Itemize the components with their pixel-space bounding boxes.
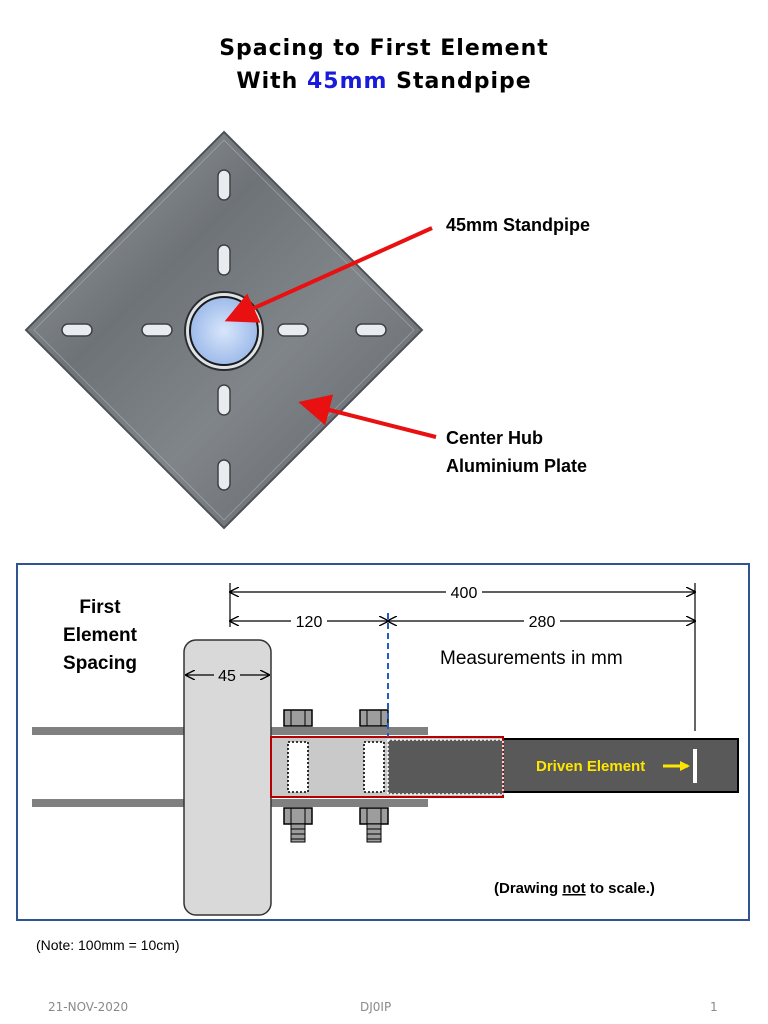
scale-note: (Drawing not to scale.) bbox=[494, 880, 655, 897]
spacing-diagram-frame: First Element Spacing 400 120 280 Measur… bbox=[16, 563, 750, 921]
standpipe-label: 45mm Standpipe bbox=[446, 215, 591, 235]
conversion-note: (Note: 100mm = 10cm) bbox=[36, 937, 180, 953]
mounting-slots bbox=[61, 169, 387, 491]
units-note: Measurements in mm bbox=[440, 648, 623, 669]
bolt-right bbox=[359, 709, 389, 843]
scale-note-emphasis: not bbox=[562, 880, 585, 897]
footer-date: 21-NOV-2020 bbox=[48, 1000, 129, 1014]
dimension-400-label-bg bbox=[446, 582, 482, 600]
element-end-dotted bbox=[387, 739, 504, 795]
dimension-280: 280 bbox=[529, 614, 556, 631]
title-line-2-prefix: With bbox=[236, 69, 307, 94]
element-inside-clamp bbox=[388, 740, 503, 794]
diagram-heading-2: Element bbox=[63, 625, 138, 646]
plate-arrow bbox=[298, 394, 437, 439]
title-line-2-suffix: Standpipe bbox=[387, 69, 532, 94]
driven-element-label: Driven Element bbox=[536, 758, 645, 775]
title-line-1: Spacing to First Element bbox=[219, 36, 549, 61]
footer-page-number: 1 bbox=[710, 1000, 718, 1014]
center-hub-label-2: Aluminium Plate bbox=[446, 456, 588, 476]
standpipe-circle bbox=[184, 291, 264, 371]
diagram-heading-3: Spacing bbox=[63, 653, 137, 674]
footer-callsign: DJ0IP bbox=[360, 1000, 392, 1014]
scale-note-prefix: (Drawing bbox=[494, 880, 562, 897]
plate-photo bbox=[24, 130, 437, 530]
standpipe-arrow bbox=[224, 226, 433, 323]
diagram-heading-1: First bbox=[79, 597, 121, 618]
dimension-45-label-bg bbox=[214, 665, 240, 683]
driven-element-marker bbox=[693, 749, 697, 783]
title-accent-45mm: 45mm bbox=[306, 69, 388, 94]
dimension-120-label-bg bbox=[291, 611, 327, 629]
scale-note-suffix: to scale.) bbox=[586, 880, 655, 897]
title-line-2: With 45mm Standpipe bbox=[0, 65, 768, 98]
center-hub-label-1: Center Hub bbox=[446, 428, 544, 448]
dimension-45: 45 bbox=[218, 668, 236, 685]
spacing-diagram: First Element Spacing 400 120 280 Measur… bbox=[32, 582, 739, 916]
dimension-280-label-bg bbox=[524, 611, 560, 629]
dimension-120: 120 bbox=[296, 614, 323, 631]
bolt-left bbox=[283, 709, 313, 843]
page-title: Spacing to First Element With 45mm Stand… bbox=[0, 32, 768, 98]
dimension-400: 400 bbox=[451, 585, 478, 602]
